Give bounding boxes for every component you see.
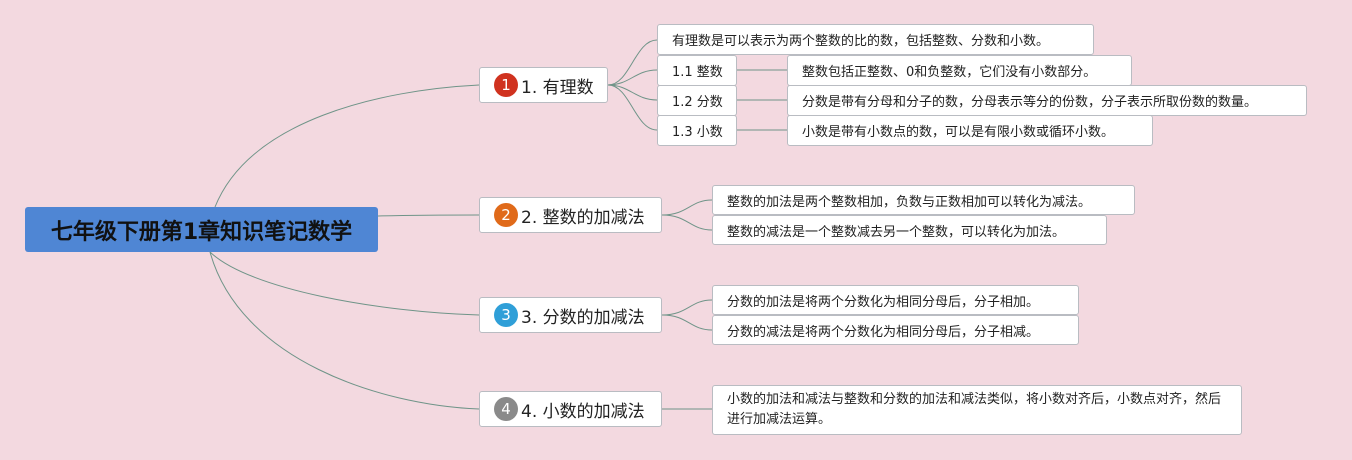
subtopic-integers[interactable]: 1.1 整数	[657, 55, 737, 86]
branch-fraction-addsub[interactable]: 3 3. 分数的加减法	[479, 297, 662, 333]
connector-b2-leaf-2	[661, 214, 713, 231]
connector-root-branch-1	[214, 84, 480, 208]
connector-root-branch-4	[209, 251, 480, 410]
root-topic[interactable]: 七年级下册第1章知识笔记数学	[25, 207, 378, 252]
connector-b1-leaf-1	[607, 39, 658, 86]
branch-label: 4. 小数的加减法	[521, 401, 645, 422]
connector-b2-leaf-1	[661, 199, 713, 216]
connector-b3-leaf-2	[661, 314, 713, 331]
subtopic-decimals[interactable]: 1.3 小数	[657, 115, 737, 146]
branch-integer-addsub[interactable]: 2 2. 整数的加减法	[479, 197, 662, 233]
leaf-fraction-subtraction[interactable]: 分数的减法是将两个分数化为相同分母后，分子相减。	[712, 315, 1079, 345]
connector-root-branch-2	[377, 214, 480, 217]
connector-root-branch-3	[209, 251, 480, 316]
branch-label: 1. 有理数	[521, 77, 594, 98]
leaf-fractions[interactable]: 分数是带有分母和分子的数，分母表示等分的份数，分子表示所取份数的数量。	[787, 85, 1307, 116]
subtopic-fractions[interactable]: 1.2 分数	[657, 85, 737, 116]
leaf-decimal-addsub[interactable]: 小数的加法和减法与整数和分数的加法和减法类似，将小数对齐后，小数点对齐，然后进行…	[712, 385, 1242, 435]
branch-decimal-addsub[interactable]: 4 4. 小数的加减法	[479, 391, 662, 427]
connector-b1-sub-3	[607, 84, 658, 131]
leaf-integers[interactable]: 整数包括正整数、0和负整数，它们没有小数部分。	[787, 55, 1132, 86]
leaf-integer-addition[interactable]: 整数的加法是两个整数相加，负数与正数相加可以转化为减法。	[712, 185, 1135, 215]
number-badge-2: 2	[494, 203, 518, 227]
branch-rational-numbers[interactable]: 1 1. 有理数	[479, 67, 608, 103]
leaf-integer-subtraction[interactable]: 整数的减法是一个整数减去另一个整数，可以转化为加法。	[712, 215, 1107, 245]
leaf-fraction-addition[interactable]: 分数的加法是将两个分数化为相同分母后，分子相加。	[712, 285, 1079, 315]
number-badge-3: 3	[494, 303, 518, 327]
leaf-decimals[interactable]: 小数是带有小数点的数，可以是有限小数或循环小数。	[787, 115, 1153, 146]
branch-label: 3. 分数的加减法	[521, 307, 645, 328]
connector-b1-sub-1	[607, 69, 658, 86]
number-badge-4: 4	[494, 397, 518, 421]
branch-label: 2. 整数的加减法	[521, 207, 645, 228]
number-badge-1: 1	[494, 73, 518, 97]
connector-b3-leaf-1	[661, 299, 713, 316]
leaf-rational-definition[interactable]: 有理数是可以表示为两个整数的比的数，包括整数、分数和小数。	[657, 24, 1094, 55]
